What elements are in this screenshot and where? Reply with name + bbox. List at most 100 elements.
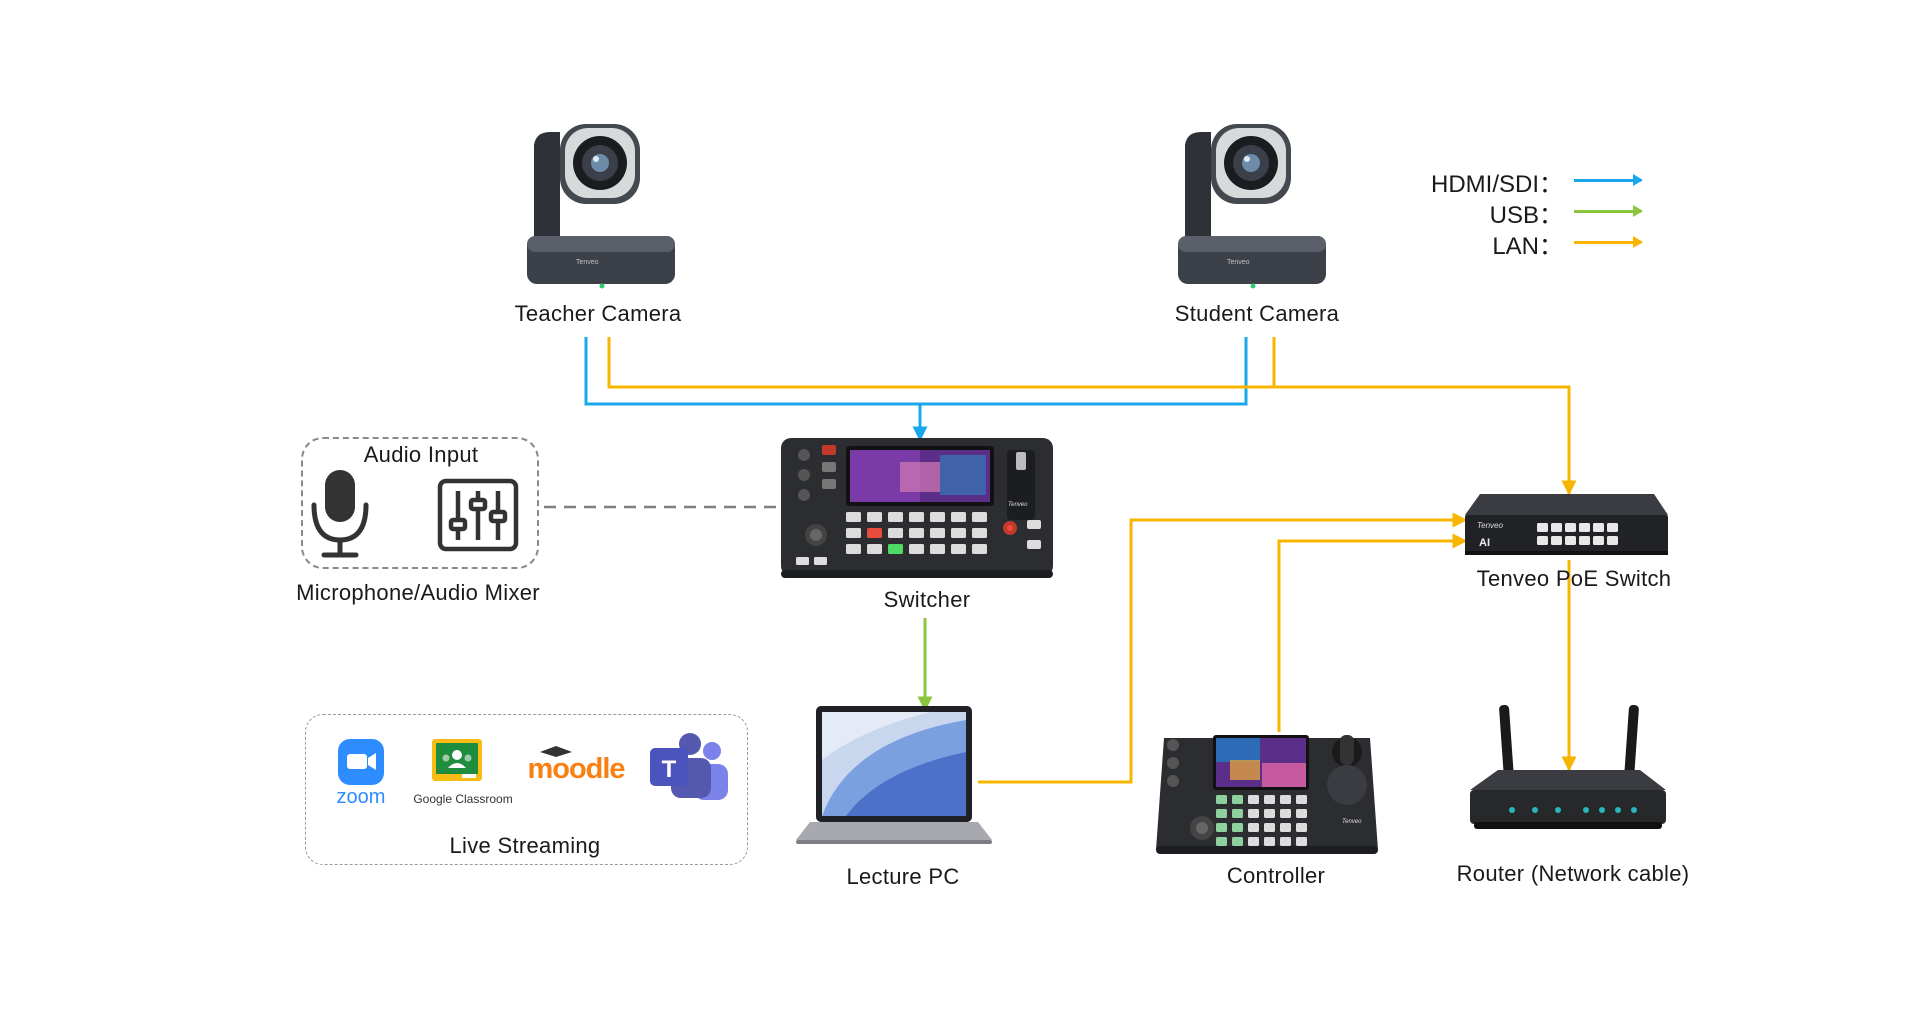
teams-icon (650, 733, 728, 800)
legend-lan-arrow (1574, 236, 1643, 248)
key (867, 528, 882, 538)
audio-mixer-icon (437, 478, 519, 552)
key (972, 528, 987, 538)
key (1280, 809, 1291, 818)
teacher-camera-image (527, 124, 675, 289)
lan-line-controller (1277, 533, 1468, 732)
key (1607, 523, 1618, 532)
key (1232, 795, 1243, 804)
key (1579, 536, 1590, 545)
key (867, 512, 882, 522)
key (846, 512, 861, 522)
teams-letter: T (662, 756, 677, 783)
key (1264, 837, 1275, 846)
key (1551, 523, 1562, 532)
zoom-wordmark: zoom (336, 786, 386, 808)
key (1248, 809, 1259, 818)
key (1248, 823, 1259, 832)
google-classroom-label: Google Classroom (413, 792, 513, 806)
hdmi-line-teacher (584, 337, 928, 442)
key (1296, 795, 1307, 804)
tenveo-logo-poe: Tenveo (1477, 521, 1504, 530)
key (1280, 795, 1291, 804)
key (1248, 837, 1259, 846)
tenveo-logo-controller: Tenveo (1342, 819, 1362, 825)
key (930, 512, 945, 522)
legend-usb-label: USB： (1489, 202, 1563, 229)
key (1296, 837, 1307, 846)
key (1593, 536, 1604, 545)
live-streaming-box (305, 714, 748, 865)
switcher-keypad (846, 512, 987, 554)
tenveo-logo-teacher: Tenveo (576, 259, 599, 266)
key (1264, 795, 1275, 804)
teacher-camera-label: Teacher Camera (514, 301, 682, 326)
lan-line-pc (978, 512, 1468, 784)
key (1216, 795, 1227, 804)
legend-usb-arrow (1574, 205, 1643, 217)
moodle-wordmark: moodle (527, 753, 625, 785)
key (1216, 809, 1227, 818)
student-camera-image (1178, 124, 1326, 289)
key (909, 512, 924, 522)
key (1537, 523, 1548, 532)
legend-lan-label: LAN： (1492, 233, 1563, 260)
key (909, 544, 924, 554)
live-streaming-label: Live Streaming (449, 833, 601, 858)
switcher-label: Switcher (883, 587, 971, 612)
hdmi-line-student (920, 337, 1248, 406)
key (930, 528, 945, 538)
ai-logo-poe: AI (1479, 537, 1490, 549)
key (1593, 523, 1604, 532)
lecture-pc-label: Lecture PC (846, 864, 960, 889)
key (1232, 837, 1243, 846)
key (1551, 536, 1562, 545)
key (951, 528, 966, 538)
key (1579, 523, 1590, 532)
switcher-image (781, 438, 1053, 578)
key (1232, 809, 1243, 818)
controller-label: Controller (1226, 863, 1326, 888)
lan-line-teacher (607, 337, 1577, 496)
controller-keypad (1216, 795, 1307, 846)
key (1264, 823, 1275, 832)
legend-hdmi-arrow (1574, 174, 1643, 186)
key (888, 512, 903, 522)
tenveo-logo-student: Tenveo (1227, 259, 1250, 266)
key (972, 512, 987, 522)
google-classroom-icon (432, 739, 482, 781)
key (1216, 823, 1227, 832)
key (1565, 523, 1576, 532)
audio-input-box (301, 437, 539, 569)
poe-switch-label: Tenveo PoE Switch (1476, 566, 1672, 591)
zoom-icon (338, 739, 384, 785)
key (867, 544, 882, 554)
key (1296, 809, 1307, 818)
key (1280, 823, 1291, 832)
key (1264, 809, 1275, 818)
key (888, 544, 903, 554)
poe-switch-ports (1537, 523, 1618, 545)
router-label: Router (Network cable) (1456, 861, 1690, 886)
key (1232, 823, 1243, 832)
moodle-hat-icon (540, 746, 572, 757)
key (909, 528, 924, 538)
key (1216, 837, 1227, 846)
key (930, 544, 945, 554)
tenveo-logo-switcher: Tenveo (1008, 502, 1028, 508)
key (888, 528, 903, 538)
audio-input-title: Audio Input (363, 442, 479, 467)
key (951, 544, 966, 554)
student-camera-label: Student Camera (1174, 301, 1340, 326)
laptop-image (796, 706, 992, 844)
key (846, 544, 861, 554)
key (1280, 837, 1291, 846)
key (1296, 823, 1307, 832)
legend-hdmi-label: HDMI/SDI： (1431, 171, 1563, 198)
key (1607, 536, 1618, 545)
controller-image (1156, 735, 1378, 854)
key (972, 544, 987, 554)
key (846, 528, 861, 538)
